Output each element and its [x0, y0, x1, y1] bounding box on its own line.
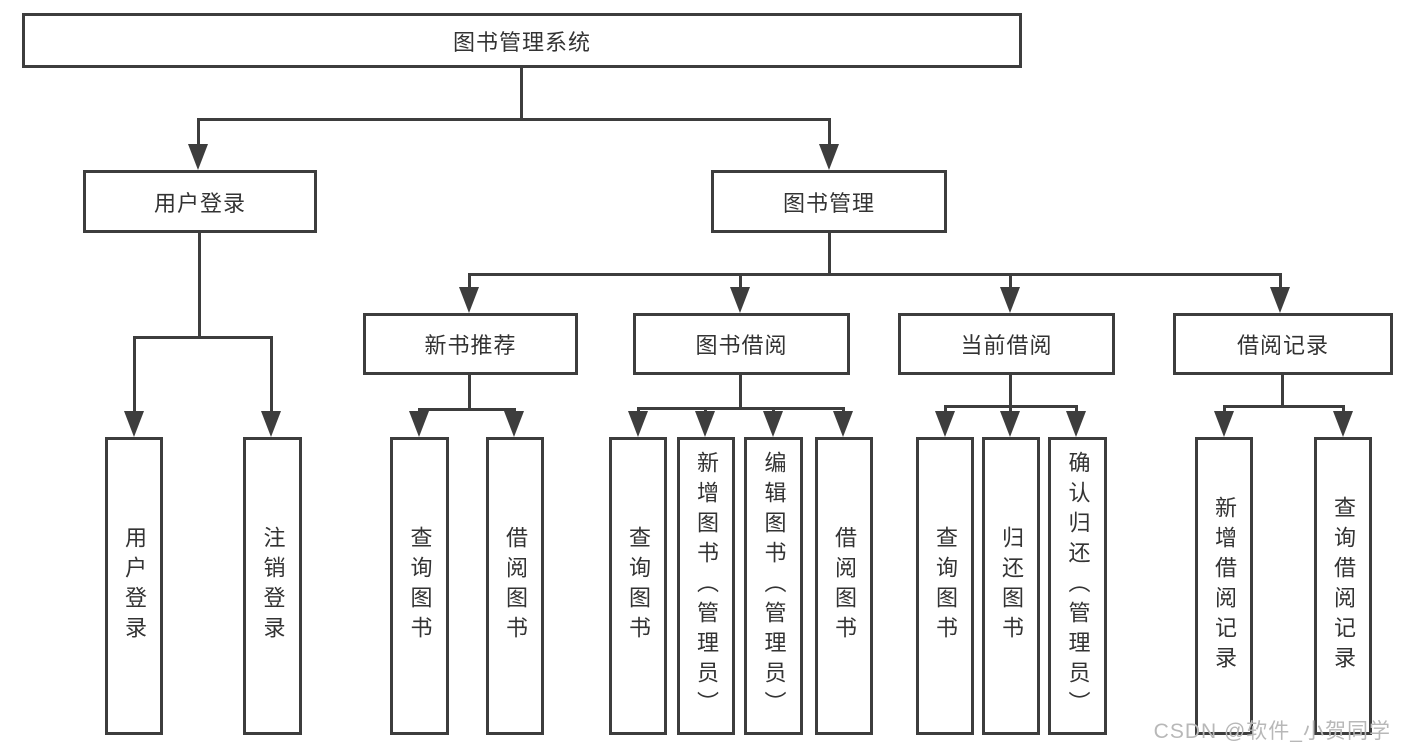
connector-book-borrow-stem [739, 375, 742, 407]
leaf-cb-return-books: 归还图书 [982, 437, 1040, 735]
leaf-login-label: 用户登录 [122, 526, 147, 646]
connector-root-drop-right [828, 118, 831, 150]
connector-book-mgmt-branch [468, 273, 1281, 276]
node-new-book-rec-label: 新书推荐 [424, 333, 517, 358]
connector-new-book-rec-stem [468, 375, 471, 408]
csdn-watermark: CSDN @软件_小贺同学 [1153, 720, 1391, 743]
node-borrow-records: 借阅记录 [1173, 313, 1393, 375]
node-root: 图书管理系统 [22, 13, 1022, 68]
arrowhead-cb-confirm-return [1066, 411, 1086, 437]
leaf-cb-query-books-label: 查询图书 [933, 526, 958, 646]
node-root-label: 图书管理系统 [452, 29, 591, 55]
leaf-bb-add-books-label: 新增图书（管理员） [694, 451, 719, 721]
connector-borrow-records-stem [1281, 375, 1284, 405]
leaf-bb-add-books: 新增图书（管理员） [677, 437, 735, 735]
connector-root-stem [520, 68, 523, 118]
arrowhead-current-borrow [1000, 287, 1020, 313]
arrowhead-logout-leaf [261, 411, 281, 437]
arrowhead-br-add-record [1214, 411, 1234, 437]
leaf-rec-query-books: 查询图书 [390, 437, 449, 735]
arrowhead-borrow-records [1270, 287, 1290, 313]
connector-book-mgmt-drop-3 [1009, 273, 1012, 291]
arrowhead-login-leaf [124, 411, 144, 437]
leaf-login: 用户登录 [105, 437, 163, 735]
leaf-logout: 注销登录 [243, 437, 302, 735]
node-user-login-label: 用户登录 [153, 190, 246, 216]
node-book-borrow: 图书借阅 [633, 313, 850, 375]
connector-user-login-stem [198, 233, 201, 336]
connector-borrow-records-drop-1 [1223, 405, 1226, 413]
arrowhead-rec-query-books [409, 411, 429, 437]
connector-new-book-rec-branch [418, 408, 516, 411]
arrowhead-new-book-rec [459, 287, 479, 313]
connector-book-mgmt-stem [828, 233, 831, 273]
leaf-br-add-record-label: 新增借阅记录 [1212, 496, 1237, 676]
node-book-borrow-label: 图书借阅 [695, 333, 788, 358]
leaf-bb-borrow-books: 借阅图书 [815, 437, 873, 735]
node-borrow-records-label: 借阅记录 [1236, 333, 1329, 358]
arrowhead-book-mgmt [819, 144, 839, 170]
node-new-book-rec: 新书推荐 [363, 313, 578, 375]
connector-root-branch [197, 118, 831, 121]
leaf-bb-query-books-label: 查询图书 [626, 526, 651, 646]
connector-book-borrow-branch [637, 407, 845, 410]
leaf-cb-confirm-return-label: 确认归还（管理员） [1065, 451, 1091, 721]
leaf-rec-borrow-books-label: 借阅图书 [503, 526, 528, 646]
leaf-rec-borrow-books: 借阅图书 [486, 437, 544, 735]
connector-current-borrow-stem [1009, 375, 1012, 405]
connector-current-borrow-drop-2 [1009, 405, 1012, 413]
leaf-br-add-record: 新增借阅记录 [1195, 437, 1253, 735]
arrowhead-user-login [188, 144, 208, 170]
node-book-mgmt-label: 图书管理 [782, 190, 875, 216]
connector-borrow-records-branch [1223, 405, 1345, 408]
connector-book-mgmt-drop-2 [739, 273, 742, 291]
arrowhead-br-query-record [1333, 411, 1353, 437]
arrowhead-cb-query-books [935, 411, 955, 437]
node-user-login: 用户登录 [83, 170, 317, 233]
arrowhead-book-borrow [730, 287, 750, 313]
arrowhead-bb-edit-books [763, 411, 783, 437]
connector-book-mgmt-drop-4 [1279, 273, 1282, 291]
connector-user-login-branch [133, 336, 273, 339]
arrowhead-bb-add-books [695, 411, 715, 437]
leaf-cb-query-books: 查询图书 [916, 437, 974, 735]
connector-root-drop-left [197, 118, 200, 150]
leaf-bb-query-books: 查询图书 [609, 437, 667, 735]
leaf-bb-borrow-books-label: 借阅图书 [832, 526, 857, 646]
leaf-bb-edit-books: 编辑图书（管理员） [744, 437, 803, 735]
arrowhead-bb-borrow-books [833, 411, 853, 437]
connector-current-borrow-drop-1 [944, 405, 947, 413]
node-current-borrow-label: 当前借阅 [960, 333, 1053, 358]
connector-user-login-drop-1 [133, 336, 136, 414]
leaf-cb-return-books-label: 归还图书 [999, 526, 1024, 646]
leaf-cb-confirm-return: 确认归还（管理员） [1048, 437, 1107, 735]
arrowhead-bb-query-books [628, 411, 648, 437]
leaf-br-query-record: 查询借阅记录 [1314, 437, 1372, 735]
connector-user-login-drop-2 [270, 336, 273, 414]
connector-borrow-records-drop-2 [1342, 405, 1345, 413]
connector-current-borrow-drop-3 [1075, 405, 1078, 413]
connector-book-mgmt-drop-1 [468, 273, 471, 291]
node-current-borrow: 当前借阅 [898, 313, 1115, 375]
leaf-bb-edit-books-label: 编辑图书（管理员） [761, 451, 787, 721]
arrowhead-rec-borrow-books [504, 411, 524, 437]
leaf-br-query-record-label: 查询借阅记录 [1331, 496, 1356, 676]
node-book-mgmt: 图书管理 [711, 170, 947, 233]
leaf-rec-query-books-label: 查询图书 [407, 526, 433, 646]
leaf-logout-label: 注销登录 [260, 526, 286, 646]
arrowhead-cb-return-books [1000, 411, 1020, 437]
